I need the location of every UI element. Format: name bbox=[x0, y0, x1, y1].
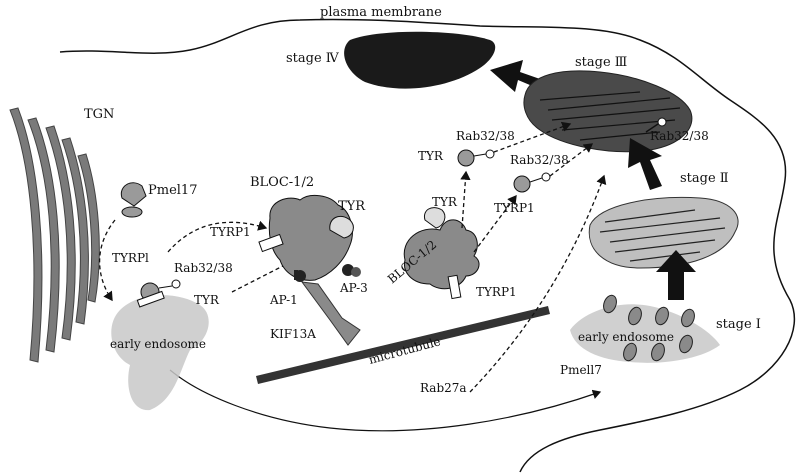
ap1-label: AP-1 bbox=[269, 293, 298, 307]
tyr-mid-label: TYR bbox=[338, 199, 366, 214]
tyr-left-label: TYR bbox=[194, 293, 220, 307]
dashed-arrow-rab27a bbox=[469, 174, 607, 393]
early-endosome-left-label: early endosome bbox=[110, 337, 206, 351]
tyr-mid-shape bbox=[329, 215, 354, 239]
rab-mid1-label: Rab32/38 bbox=[456, 129, 515, 143]
stage2-melanosome bbox=[588, 197, 739, 269]
dashed-arrow-left-down bbox=[98, 219, 116, 302]
tgn-stack bbox=[9, 107, 100, 363]
stage1-label: stage Ⅰ bbox=[716, 317, 761, 332]
microtubule bbox=[256, 306, 550, 384]
ap3-label: AP-3 bbox=[339, 281, 368, 295]
rab-mid2-label: Rab32/38 bbox=[510, 153, 569, 167]
bloc-top-label: BLOC-1/2 bbox=[250, 175, 314, 190]
pmel17-bottom-label: Pmell7 bbox=[560, 363, 602, 377]
stage2-label: stage Ⅱ bbox=[680, 171, 729, 186]
plasma-membrane-outline bbox=[59, 18, 796, 473]
tyrp1-mid3-label: TYRP1 bbox=[494, 201, 535, 215]
stage1-vesicles bbox=[603, 294, 695, 362]
ap3-complex bbox=[342, 264, 361, 277]
tyrp1-left-label: TYRPl bbox=[112, 251, 149, 265]
rab-left-label: Rab32/38 bbox=[174, 261, 233, 275]
stage3-label: stage Ⅲ bbox=[575, 55, 627, 70]
cell-lower-outline bbox=[169, 369, 602, 432]
tyrp1-rect-bottom bbox=[447, 274, 462, 300]
tyrp1-rect-mid bbox=[258, 233, 284, 253]
dashed-arrow-to-stage3-b bbox=[549, 143, 594, 177]
stage4-melanosome bbox=[344, 31, 496, 89]
tyr-shape-rotated bbox=[423, 207, 446, 229]
arrow-stage2-to-3 bbox=[628, 138, 662, 190]
tyr-mid3-label: TYR bbox=[432, 195, 458, 209]
rab-label-stage3: Rab32/38 bbox=[650, 129, 709, 143]
dashed-arrow-bloc-to-tyrp1 bbox=[473, 194, 517, 253]
arrow-stage1-to-2 bbox=[656, 250, 696, 300]
pmel17-top-label: Pmel17 bbox=[148, 183, 197, 198]
ap1-complex bbox=[294, 270, 306, 282]
dashed-arrow-to-bloc-top bbox=[167, 220, 268, 253]
rab27a-label: Rab27a bbox=[420, 381, 467, 395]
bloc-complex-rotated bbox=[403, 219, 480, 290]
stage4-label: stage Ⅳ bbox=[286, 51, 340, 66]
tyr-rab-complex-2 bbox=[513, 172, 551, 193]
microtubule-label: microtubule bbox=[367, 334, 442, 367]
tyr-rab-complex-1 bbox=[457, 149, 495, 167]
early-endosome-right-label: early endosome bbox=[578, 330, 674, 344]
bloc-complex-middle bbox=[268, 194, 353, 281]
tyr-complex-left bbox=[136, 279, 181, 308]
tyrp1-bottom-label: TYRP1 bbox=[476, 285, 517, 299]
pmel17-protein-top bbox=[120, 182, 147, 218]
kif13a-motor bbox=[300, 281, 361, 346]
kif13a-label: KIF13A bbox=[270, 327, 316, 341]
tyrp1-mid-label: TYRP1 bbox=[210, 225, 251, 239]
dashed-arrow-bloc-to-tyr bbox=[460, 170, 471, 229]
early-endosome-left bbox=[111, 295, 209, 411]
tgn-label: TGN bbox=[84, 107, 114, 122]
tyr-mid2-label: TYR bbox=[418, 149, 444, 163]
plasma-membrane-label: plasma membrane bbox=[320, 5, 442, 20]
rab-protein-stage3 bbox=[645, 117, 667, 133]
